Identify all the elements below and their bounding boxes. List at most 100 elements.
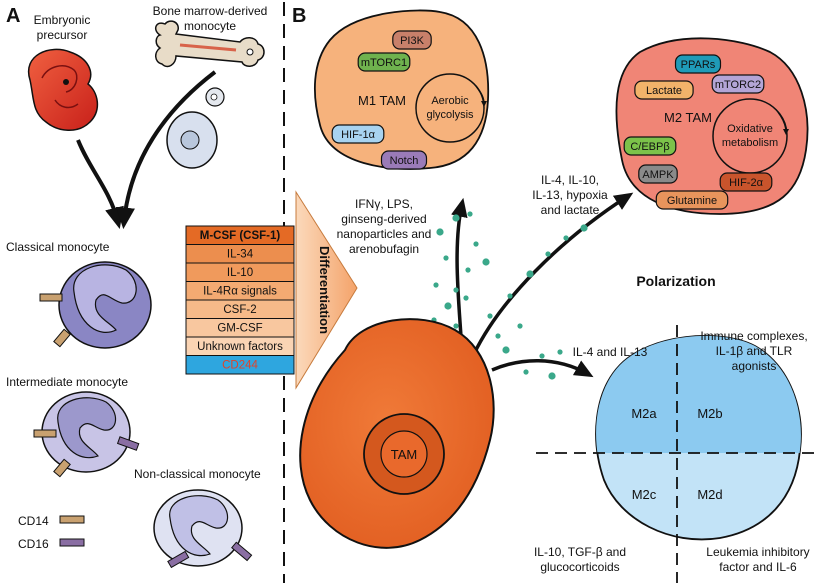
factor-row-label: IL-4Rα signals (203, 286, 277, 298)
cytokine-dot (580, 224, 588, 232)
legend-cd14-label: CD14 (18, 514, 49, 528)
cytokine-dot (539, 353, 545, 359)
m1-tam-title: M1 TAM (358, 93, 406, 108)
cytokine-dot (463, 295, 469, 301)
cd14-receptor (39, 293, 63, 302)
factor-row-label: IL-34 (227, 249, 254, 261)
cytokine-dot (563, 235, 569, 241)
cytokine-dot (526, 270, 534, 278)
cytokine-dot (452, 214, 460, 222)
factor-row-label: Unknown factors (197, 341, 283, 353)
m2b-label: M2b (697, 406, 722, 421)
differentiation-label: Differentiation (317, 246, 332, 334)
cytokine-dot (548, 372, 556, 380)
m1-stimuli-line-4: arenobufagin (349, 242, 419, 256)
m2-tag (674, 54, 722, 74)
m2a-label: M2a (631, 406, 657, 421)
cycle-arrow-icon (777, 111, 789, 135)
cytokine-dot (487, 313, 493, 319)
m2-tag (711, 74, 765, 94)
tam-nucleolus (380, 430, 428, 478)
intermediate-monocyte-cell (33, 391, 140, 478)
m1-stimuli-line-3: nanoparticles and (337, 227, 432, 241)
m1-tag-label: Notch (390, 155, 419, 167)
arrow-tam-to-m2 (472, 192, 634, 355)
panel-a-label: A (6, 5, 20, 27)
classical-monocyte-label: Classical monocyte (6, 240, 110, 254)
factor-row-label: M-CSF (CSF-1) (200, 230, 281, 242)
cytokine-dots (431, 211, 588, 380)
differentiation-arrow (295, 190, 358, 390)
m2-tag-label: HIF-2α (729, 177, 764, 189)
m2-tag-label: PPARs (681, 59, 716, 71)
arrow-marrow-to-classical (115, 70, 217, 230)
cytokine-dot (507, 293, 513, 299)
cytokine-dot (467, 211, 473, 217)
m2-tag (655, 190, 729, 210)
cytokine-dot (443, 255, 449, 261)
embryonic-label-2: precursor (37, 28, 88, 42)
m1-tag (331, 124, 385, 144)
m1-tag-label: mTORC1 (361, 57, 407, 69)
cytokine-dot (502, 346, 510, 354)
cytokine-dot (436, 228, 444, 236)
m2-tag (623, 136, 677, 156)
m1-tag (392, 30, 432, 50)
factor-row-label: GM-CSF (217, 323, 262, 335)
immune-label-1: Immune complexes, (700, 329, 807, 343)
m2-tam-title: M2 TAM (664, 110, 712, 125)
progenitor-nucleus-small (210, 93, 218, 101)
factor-row-label: CD244 (222, 360, 258, 372)
cytokine-dot (523, 369, 529, 375)
legend-cd16-swatch (59, 538, 85, 547)
factor-row-label: CSF-2 (223, 304, 256, 316)
arrow-embryo-to-classical (76, 139, 124, 229)
cd16-receptor (116, 436, 140, 451)
aerobic-glycolysis-circle (415, 73, 485, 143)
m2-stimuli-line-1: IL-4, IL-10, (541, 173, 599, 187)
cytokine-dot (557, 349, 563, 355)
m1-tag-label: PI3K (400, 35, 425, 47)
cytokine-dot (453, 323, 459, 329)
m2-tag (634, 80, 694, 100)
m2-inner-label-1: Oxidative (727, 123, 773, 135)
m1-stimuli-line-1: IFNγ, LPS, (355, 197, 413, 211)
legend-cd16-label: CD16 (18, 537, 49, 551)
intermediate-monocyte-label: Intermediate monocyte (6, 375, 128, 389)
cytokine-dot (444, 302, 452, 310)
arrow-tam-to-subtypes (491, 359, 594, 378)
cytokine-dot (453, 287, 459, 293)
nonclassical-monocyte-cell (153, 489, 253, 569)
embryo-icon (27, 48, 99, 131)
bone-marrow-label-2: monocyte (184, 19, 236, 33)
lif-label-1: Leukemia inhibitory (706, 545, 809, 559)
progenitor-nucleus-large (180, 130, 200, 150)
embryonic-label-1: Embryonic (34, 13, 91, 27)
cytokine-dot (433, 282, 439, 288)
cytokine-dot (482, 258, 490, 266)
cytokine-dot (473, 241, 479, 247)
m2-inner-label-2: metabolism (722, 137, 778, 149)
m2-stimuli-line-3: and lactate (541, 203, 600, 217)
cycle-arrow-icon (475, 85, 487, 107)
nonclassical-monocyte-label: Non-classical monocyte (134, 467, 261, 481)
m2-stimuli-line-2: IL-13, hypoxia (532, 188, 608, 202)
m1-stimuli-line-2: ginseng-derived (341, 212, 426, 226)
cd14-receptor (53, 458, 71, 478)
m1-tag (380, 150, 428, 170)
classical-monocyte-cell (39, 261, 152, 349)
m1-tag-label: HIF-1α (341, 129, 376, 141)
lif-label-2: factor and IL-6 (719, 560, 797, 574)
cd14-receptor (33, 429, 57, 438)
cytokine-dot (545, 251, 551, 257)
immune-label-2: IL-1β and TLR (716, 344, 793, 358)
m2-tag-label: AMPK (642, 169, 674, 181)
bone-icon (154, 20, 265, 68)
il10-label-1: IL-10, TGF-β and (534, 545, 626, 559)
cd16-receptor (231, 541, 253, 562)
m2c-label: M2c (632, 487, 657, 502)
